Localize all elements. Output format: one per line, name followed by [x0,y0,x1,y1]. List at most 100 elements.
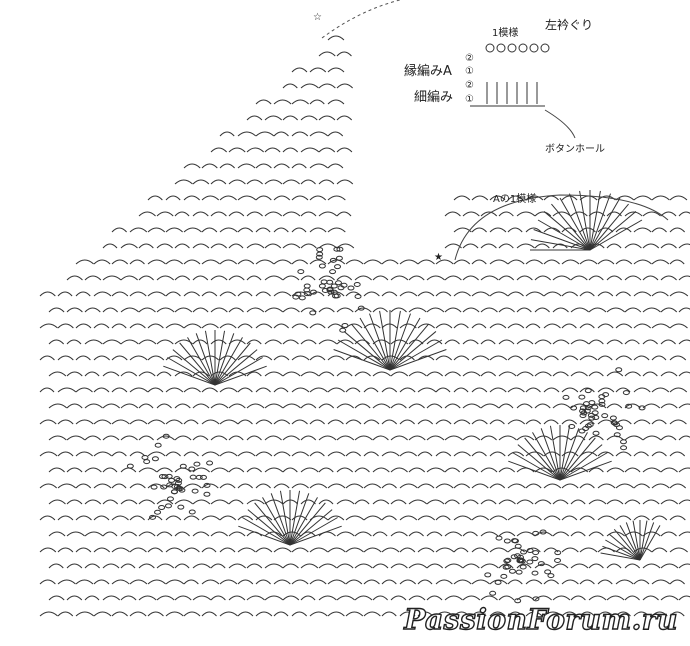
chain-loop [255,163,272,169]
chain-loop [39,291,56,297]
chain-loop [174,339,193,345]
chain-loop [282,179,300,185]
chain-loop [111,323,127,329]
chain-loop [147,323,164,329]
chain-loop [597,611,614,617]
chain-loop [210,499,230,505]
chain-loop [417,483,435,489]
chain-loop [183,227,202,233]
chain-loop [219,579,238,585]
chain-loop [237,451,256,457]
chain-loop [246,179,263,185]
chain-loop [48,371,67,377]
chain-loop [66,403,83,409]
chain-loop [588,499,607,505]
chain-loop [147,291,166,297]
chain-loop [543,451,561,457]
chain-loop [291,323,309,329]
chain-loop [192,339,208,345]
chain-loop [444,563,464,569]
chain-loop [417,323,435,329]
cluster-stitch [532,530,540,536]
chain-loop [525,355,544,361]
chain-loop [237,291,253,297]
chain-loop [516,243,535,249]
chain-loop [570,499,586,505]
chain-loop [444,339,460,345]
chain-loop [678,531,690,537]
chain-loop [309,67,327,73]
chain-loop [426,563,444,569]
chain-loop [462,531,478,537]
chain-loop [660,435,677,441]
chain-loop [606,307,626,313]
chain-loop [642,467,662,473]
chain-loop [552,243,568,249]
chain-loop [507,323,525,329]
legend-picot [529,43,539,53]
chain-loop [417,515,436,521]
chain-loop [597,579,613,585]
chain-loop [201,195,220,201]
chain-loop [111,387,128,393]
cluster-stitch [126,463,134,469]
chain-loop [552,371,569,377]
chain-loop [498,243,514,249]
chain-loop [579,483,595,489]
chain-loop [291,163,307,169]
chain-loop [183,291,200,297]
chain-loop [336,339,354,345]
cluster-stitch [326,286,334,292]
chain-loop [318,435,337,441]
fan-stitch [589,203,629,251]
chain-loop [552,531,570,537]
chain-loop [651,451,667,457]
chain-loop [489,355,508,361]
chain-loop [606,371,624,377]
chain-loop [192,371,210,377]
chain-loop [363,547,382,553]
chain-loop [489,483,506,489]
chain-loop [678,307,690,313]
fan-stitch [579,190,591,251]
chain-loop [291,611,308,617]
chain-loop [264,115,283,121]
chain-loop [327,483,346,489]
chain-loop [552,275,571,281]
cluster-stitch [160,484,168,490]
chain-loop [435,419,452,425]
chain-loop [237,419,253,425]
chain-loop [75,611,95,617]
chain-loop [372,371,391,377]
chain-loop [399,259,419,265]
chain-loop [606,563,622,569]
chain-loop [75,419,94,425]
fan-stitch [533,229,591,251]
open-star-marker: ☆ [313,12,322,23]
chain-loop [651,515,668,521]
chain-loop [642,307,661,313]
chain-loop [255,547,273,553]
chain-loop [165,259,183,265]
chain-loop [480,403,500,409]
chain-loop [399,579,417,585]
cluster-stitch [178,487,186,493]
chain-loop [489,419,505,425]
fan-stitch [559,452,608,481]
chain-loop [660,307,678,313]
fan-stitch [214,357,263,386]
chain-loop [255,291,271,297]
chain-loop [210,371,229,377]
chain-loop [606,403,623,409]
chain-loop [66,563,83,569]
chain-loop [309,515,329,521]
fan-stitch [247,509,291,546]
chain-loop [372,499,390,505]
chain-loop [372,435,389,441]
chain-loop [354,531,372,537]
chain-loop [237,547,256,553]
fan-stitch [559,425,571,481]
chain-loop [228,435,244,441]
chain-loop [273,195,291,201]
chain-loop [318,243,338,249]
